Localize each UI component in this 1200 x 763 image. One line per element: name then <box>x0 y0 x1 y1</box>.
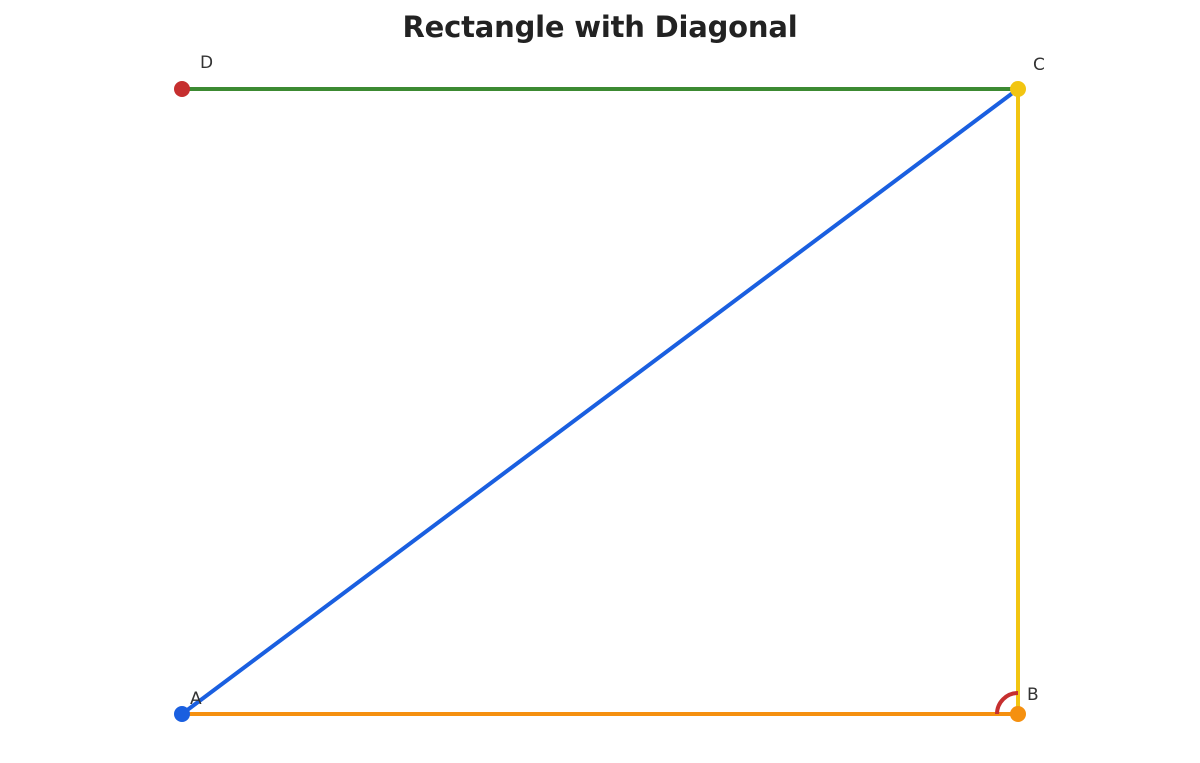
point-b <box>1010 706 1026 722</box>
diagram-title: Rectangle with Diagonal <box>402 10 798 44</box>
right-angle-marker <box>995 691 1019 715</box>
point-d <box>174 81 190 97</box>
point-c-label: C <box>1033 55 1045 75</box>
point-c <box>1010 81 1026 97</box>
point-a-label: A <box>190 689 202 709</box>
point-b-label: B <box>1027 685 1039 705</box>
point-d-label: D <box>200 53 213 73</box>
point-a <box>174 706 190 722</box>
segment-ac <box>180 87 1020 716</box>
